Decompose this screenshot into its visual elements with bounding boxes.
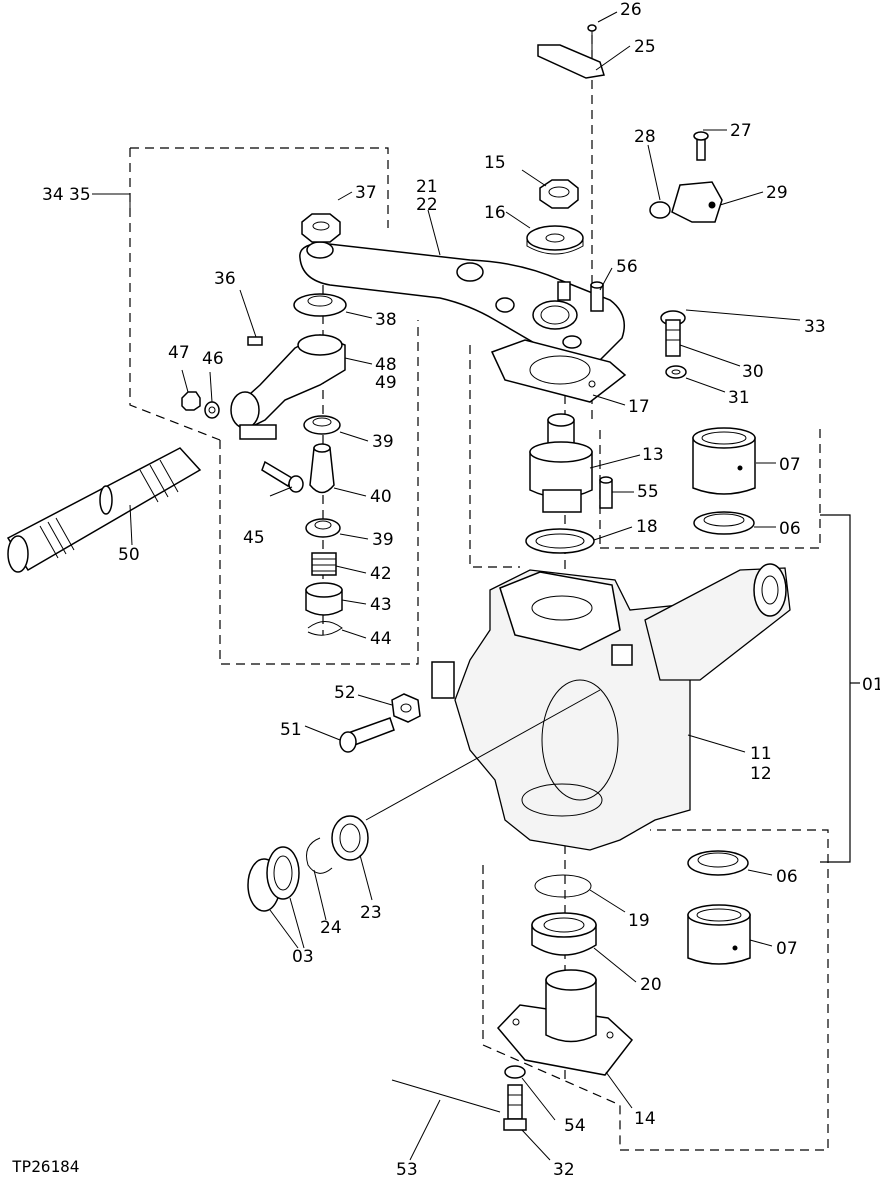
callout-22: 22: [416, 195, 438, 215]
callout-03: 03: [292, 947, 314, 967]
callout-53: 53: [396, 1160, 418, 1179]
part-30-bolt: [660, 310, 686, 357]
callout-55: 55: [637, 482, 659, 502]
callout-48: 48: [375, 355, 397, 375]
callout-44: 44: [370, 629, 392, 649]
callout-51: 51: [280, 720, 302, 740]
callout-18: 18: [636, 517, 658, 537]
part-54-washer: [504, 1065, 526, 1079]
callout-24: 24: [320, 918, 342, 938]
callout-29: 29: [766, 183, 788, 203]
part-42-spring: [311, 552, 337, 576]
callout-06-lower: 06: [776, 867, 798, 887]
part-39-seal-bottom: [305, 518, 341, 538]
callout-17: 17: [628, 397, 650, 417]
part-15-nut: [539, 179, 579, 209]
callout-07-upper: 07: [779, 455, 801, 475]
part-36-fitting: [247, 336, 263, 346]
part-52-nut: [391, 693, 421, 723]
callout-33: 33: [804, 317, 826, 337]
callout-26: 26: [620, 0, 642, 20]
callout-36: 36: [214, 269, 236, 289]
part-21-22-steering-arm: [299, 241, 625, 365]
callout-39-bottom: 39: [372, 530, 394, 550]
figure-id: TP26184: [12, 1157, 79, 1176]
part-50-tie-rod-tube: [6, 447, 202, 573]
callout-49: 49: [375, 373, 397, 393]
callout-52: 52: [334, 683, 356, 703]
callout-20: 20: [640, 975, 662, 995]
callout-38: 38: [375, 310, 397, 330]
part-16-washer: [526, 225, 584, 255]
callout-23: 23: [360, 903, 382, 923]
callout-56: 56: [616, 257, 638, 277]
callout-43: 43: [370, 595, 392, 615]
callout-45: 45: [243, 528, 265, 548]
part-06-seal-upper: [693, 511, 755, 535]
callout-16: 16: [484, 203, 506, 223]
callout-50: 50: [118, 545, 140, 565]
part-13-kingpin: [529, 413, 593, 513]
part-45-bolt: [261, 460, 304, 493]
part-51-bolt: [339, 717, 395, 753]
callout-01: 01: [862, 675, 880, 695]
callout-54: 54: [564, 1116, 586, 1136]
callout-21: 21: [416, 177, 438, 197]
part-20-bearing: [531, 912, 597, 956]
callout-34-35: 34 35: [42, 185, 91, 205]
callout-47: 47: [168, 343, 190, 363]
callout-07-lower: 07: [776, 939, 798, 959]
callout-19: 19: [628, 911, 650, 931]
part-11-12-steering-knuckle: [431, 563, 791, 851]
part-38-seal: [293, 293, 347, 317]
part-39-seal-top: [303, 415, 341, 435]
part-31-washer: [665, 365, 687, 379]
callout-39-top: 39: [372, 432, 394, 452]
part-25-plate: [537, 24, 605, 79]
callout-11: 11: [750, 744, 772, 764]
part-03-seals: [247, 846, 300, 912]
part-55-dowel: [599, 476, 613, 509]
part-46-washer: [204, 401, 220, 419]
callout-40: 40: [370, 487, 392, 507]
part-24-snap-ring: [306, 837, 333, 874]
part-56-pin: [590, 281, 604, 312]
callout-labels: 26 25 27 28 29 15 16 21 22 56 33 30 31 1…: [12, 0, 880, 1179]
callout-31: 31: [728, 388, 750, 408]
part-07-bushing-lower: [687, 904, 751, 965]
leader-lines: [92, 11, 801, 1161]
part-48-49-tie-rod-end: [230, 334, 346, 440]
callout-30: 30: [742, 362, 764, 382]
callout-06-upper: 06: [779, 519, 801, 539]
callout-15: 15: [484, 153, 506, 173]
callout-12: 12: [750, 764, 772, 784]
part-44-snap-ring: [307, 621, 343, 636]
part-06-seal-lower: [687, 850, 749, 876]
part-18-seal: [525, 528, 595, 554]
callout-25: 25: [634, 37, 656, 57]
callout-42: 42: [370, 564, 392, 584]
part-28-29-clamp: [649, 131, 723, 223]
part-19-o-ring: [534, 874, 592, 898]
part-07-bushing-upper: [692, 427, 756, 495]
callout-46: 46: [202, 349, 224, 369]
part-23-bearing: [331, 815, 369, 861]
part-40-ball-stud: [309, 443, 335, 494]
callout-37: 37: [355, 183, 377, 203]
part-17-gasket: [490, 339, 627, 403]
part-43-plug: [305, 582, 343, 616]
callout-32: 32: [553, 1160, 575, 1179]
callout-14: 14: [634, 1109, 656, 1129]
part-14-lower-cap: [496, 969, 634, 1076]
callout-27: 27: [730, 121, 752, 141]
part-37-nut: [301, 213, 341, 243]
part-32-bolt: [503, 1084, 527, 1131]
callout-28: 28: [634, 127, 656, 147]
part-47-nut: [181, 391, 201, 411]
callout-13: 13: [642, 445, 664, 465]
